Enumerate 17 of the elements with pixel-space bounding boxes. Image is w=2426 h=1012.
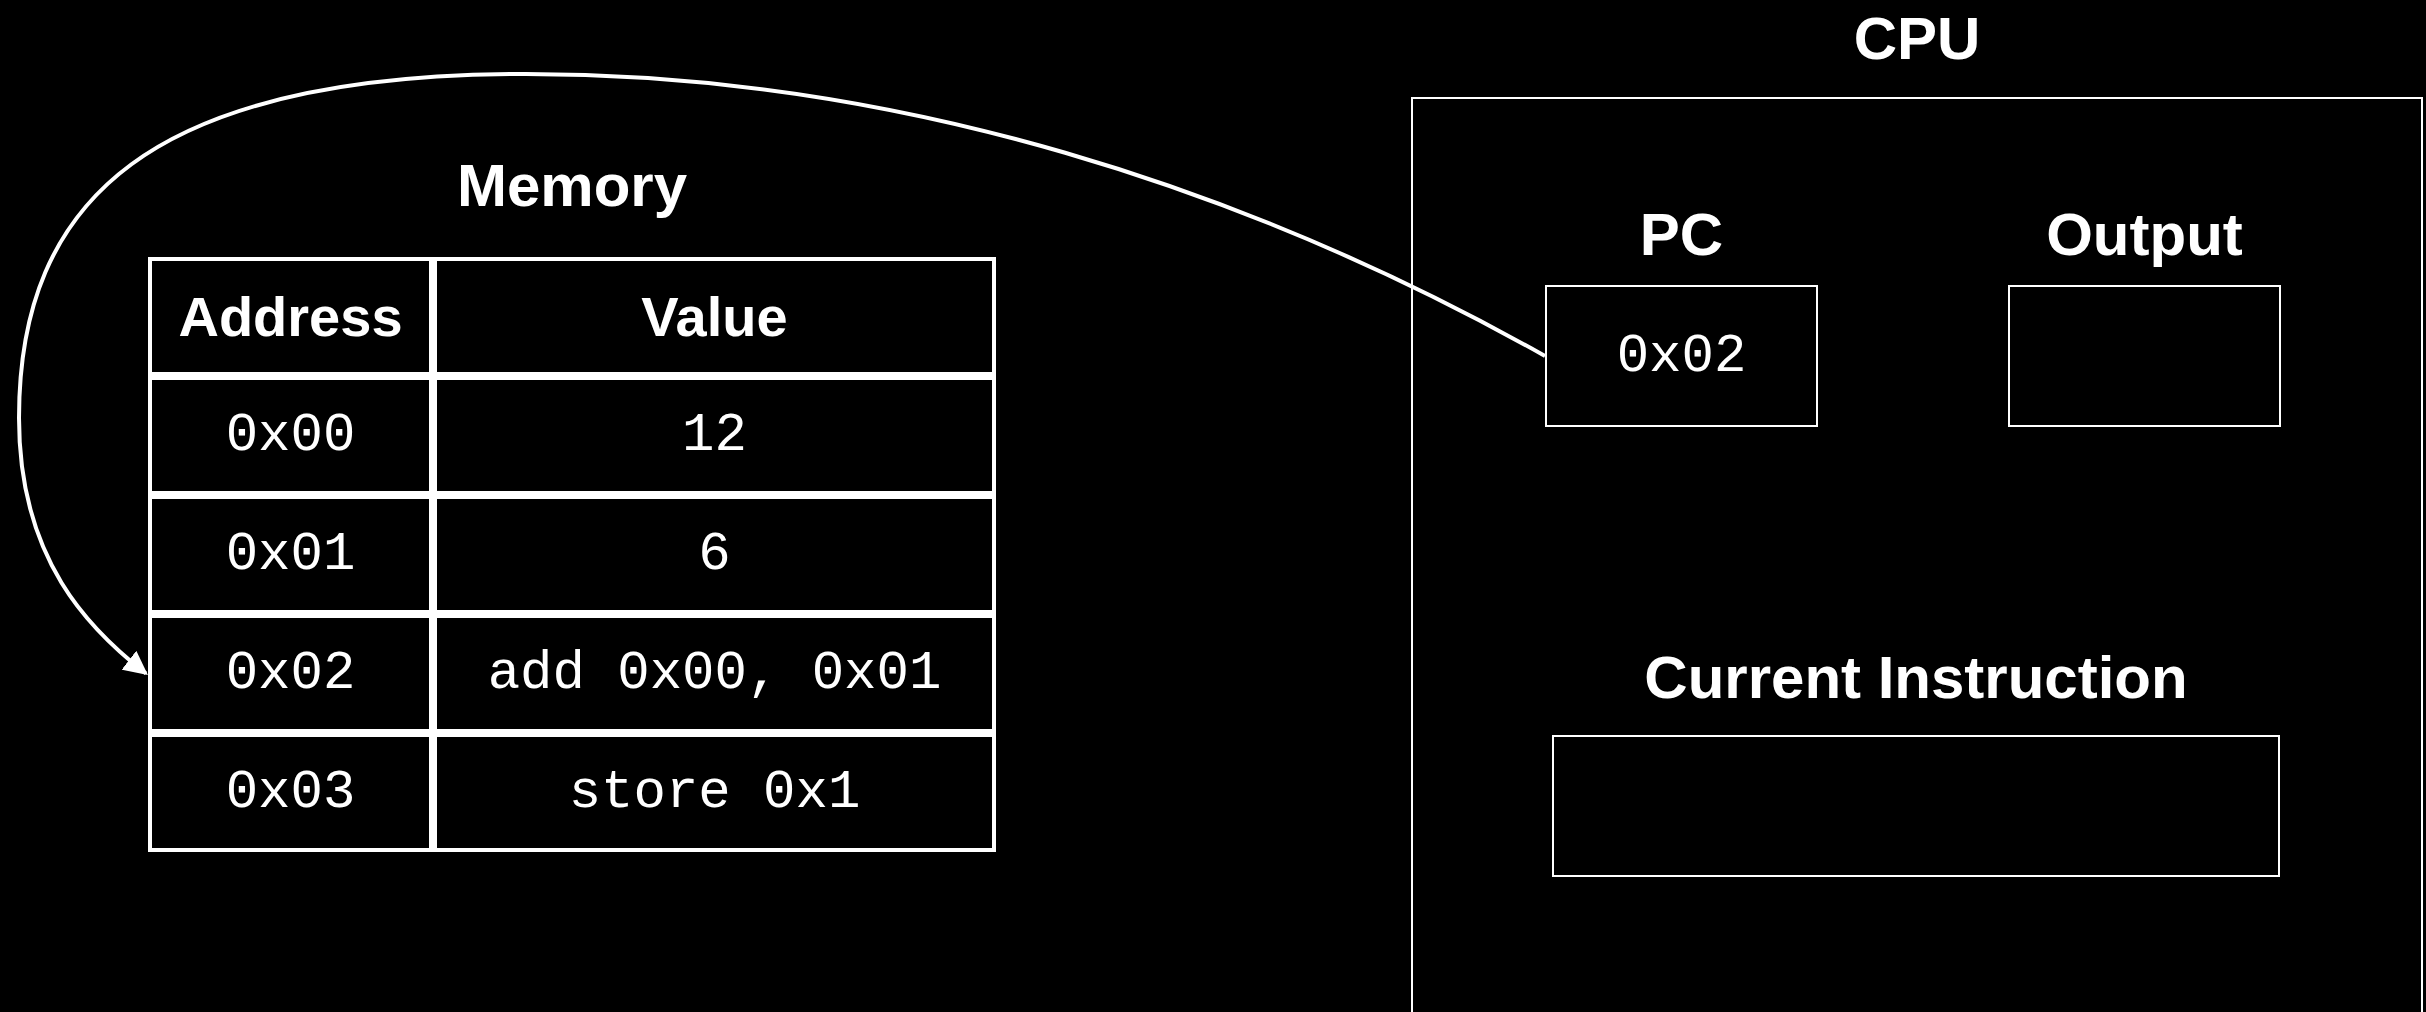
register-label: PC	[1638, 200, 1725, 270]
table-cell: 6	[433, 495, 996, 614]
component-title: CPU	[1852, 4, 1982, 74]
column-header: Address	[148, 257, 433, 376]
column-header: Value	[433, 257, 996, 376]
table-cell: 0x01	[148, 495, 433, 614]
table-title: Memory	[455, 151, 689, 221]
arrow	[17, 72, 1546, 676]
register-label: Current Instruction	[1643, 643, 2189, 713]
register-value: 0x02	[1616, 325, 1747, 387]
table-cell: 0x03	[148, 733, 433, 852]
table-cell: store 0x1	[433, 733, 996, 852]
register-label: Output	[2045, 200, 2244, 270]
table-cell: 0x02	[148, 614, 433, 733]
table-cell: add 0x00, 0x01	[433, 614, 996, 733]
table-cell: 12	[433, 376, 996, 495]
table-cell: 0x00	[148, 376, 433, 495]
